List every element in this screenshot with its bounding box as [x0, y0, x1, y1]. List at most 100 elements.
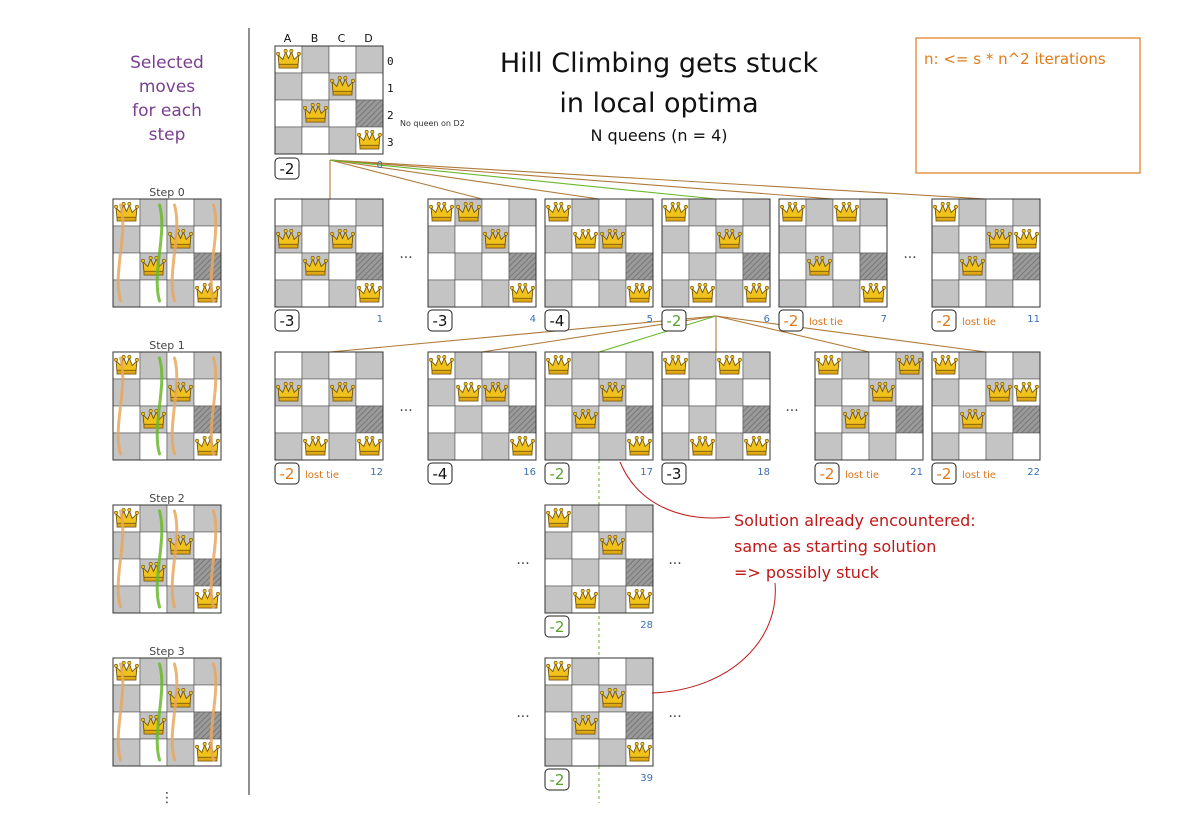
board-cell	[742, 252, 771, 281]
board-cell	[715, 279, 744, 308]
board-cell	[931, 279, 960, 308]
callout-connector-bottom	[651, 582, 776, 694]
board-cell	[985, 279, 1014, 308]
board-cell	[454, 252, 483, 281]
board-cell	[355, 252, 384, 281]
board-cell	[742, 378, 771, 407]
board-cell	[544, 225, 573, 254]
board-cell	[931, 432, 960, 461]
board-cell	[328, 405, 357, 434]
board-b22	[931, 351, 1041, 461]
board-b28	[544, 504, 654, 614]
board-cell	[544, 738, 573, 767]
board-cell	[859, 225, 888, 254]
board-cell	[193, 711, 222, 740]
board-cell	[742, 405, 771, 434]
board-cell	[985, 432, 1014, 461]
board-b11-lost-tie: lost tie	[962, 317, 996, 328]
board-cell	[355, 405, 384, 434]
board-cell	[274, 351, 303, 380]
board-b7-index: 7	[881, 314, 887, 325]
board-cell	[661, 432, 690, 461]
board-b5-index: 5	[647, 314, 653, 325]
callout-line-2: same as starting solution	[734, 537, 936, 556]
sidebar-title-line-1: Selected	[130, 53, 204, 73]
board-border	[544, 351, 654, 461]
board-cell	[715, 405, 744, 434]
sidebar-title-line-2: moves	[139, 77, 195, 97]
board-cell	[598, 711, 627, 740]
board-cell	[688, 378, 717, 407]
board-cell	[355, 99, 384, 128]
board-b1-index: 1	[377, 314, 383, 325]
board-b7-score-box	[778, 309, 804, 332]
page-title-line-1: Hill Climbing gets stuck	[500, 48, 819, 79]
board-cell	[355, 72, 384, 101]
board-cell	[814, 432, 843, 461]
board-b11-score: -2	[937, 312, 952, 330]
board-cell	[301, 225, 330, 254]
board-border	[661, 198, 771, 308]
board-cell	[688, 405, 717, 434]
board-cell	[841, 351, 870, 380]
board-cell	[661, 279, 690, 308]
step-3-label: Step 3	[149, 645, 185, 658]
board-cell	[571, 279, 600, 308]
board-cell	[481, 351, 510, 380]
board-b12-score-box	[274, 462, 300, 485]
board-b18	[661, 351, 771, 461]
board-cell	[508, 351, 537, 380]
board-cell	[805, 279, 834, 308]
board-b28-score-box	[544, 615, 570, 638]
row2-ellipsis-left: ...	[399, 399, 412, 415]
board-cell	[481, 432, 510, 461]
board-b18-index: 18	[757, 467, 770, 478]
board-b17-index: 17	[640, 467, 653, 478]
board-border	[427, 198, 537, 308]
board-cell	[112, 684, 141, 713]
board-b28-score: -2	[550, 618, 565, 636]
start-board-score-box	[274, 157, 300, 180]
board-cell	[1012, 252, 1041, 281]
board-cell	[139, 432, 168, 461]
board-cell	[571, 558, 600, 587]
board-cell	[427, 252, 456, 281]
board-cell	[625, 351, 654, 380]
board-cell	[544, 585, 573, 614]
board-cell	[301, 405, 330, 434]
board-cell	[355, 378, 384, 407]
board-b4-index: 4	[530, 314, 536, 325]
board-cell	[958, 351, 987, 380]
board-border	[112, 198, 222, 308]
board-cell	[193, 405, 222, 434]
board-border	[274, 45, 384, 155]
row-header-0: 0	[387, 55, 394, 68]
move-arrow	[209, 203, 218, 303]
board-cell	[958, 378, 987, 407]
edge-start-to-b4	[329, 159, 483, 200]
board-b11-score-box	[931, 309, 957, 332]
board-b21-score-box	[814, 462, 840, 485]
sidebar-title-line-3: for each	[132, 101, 202, 121]
board-b7-lost-tie: lost tie	[809, 317, 843, 328]
board-b11-index: 11	[1027, 314, 1040, 325]
board-cell	[985, 405, 1014, 434]
start-board	[274, 45, 384, 155]
board-cell	[427, 405, 456, 434]
board-cell	[301, 378, 330, 407]
board-cell	[454, 351, 483, 380]
board-cell	[715, 378, 744, 407]
board-cell	[274, 432, 303, 461]
board-b17	[544, 351, 654, 461]
board-cell	[544, 405, 573, 434]
step-2-board	[112, 504, 222, 614]
board-cell	[931, 378, 960, 407]
board-b39	[544, 657, 654, 767]
step-1-board	[112, 351, 222, 461]
board-cell	[895, 432, 924, 461]
board-cell	[571, 432, 600, 461]
board-cell	[598, 351, 627, 380]
board-cell	[328, 252, 357, 281]
board-b16	[427, 351, 537, 461]
